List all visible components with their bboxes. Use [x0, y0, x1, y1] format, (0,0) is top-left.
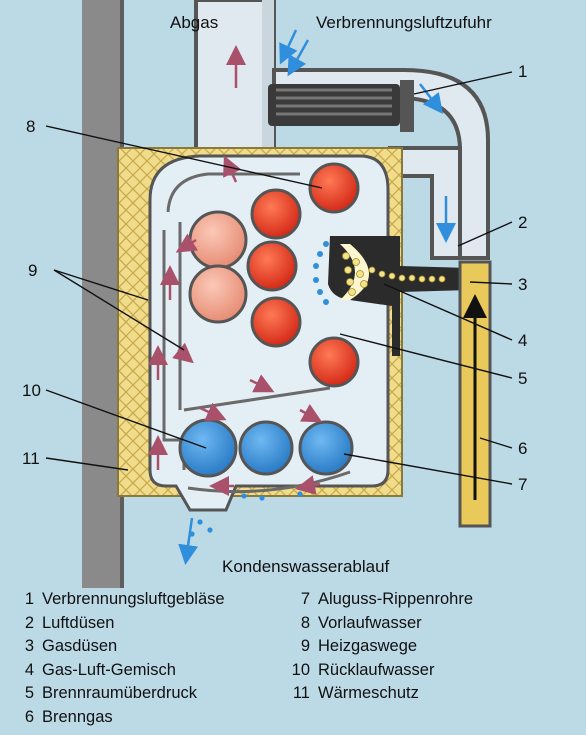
callout-6: 6: [518, 439, 527, 458]
hot-tube: [250, 296, 302, 348]
callout-1: 1: [518, 62, 527, 81]
hot-tube: [250, 188, 302, 240]
label-abgas: Abgas: [170, 13, 218, 32]
callout-7: 7: [518, 475, 527, 494]
air-arrows: [178, 29, 456, 565]
leader-lines: [45, 71, 513, 485]
label-verbrennungsluftzufuhr: Verbrennungsluftzufuhr: [316, 13, 492, 32]
warm-tube: [188, 264, 248, 324]
blower-motor: [400, 80, 414, 132]
hot-tube: [308, 336, 360, 388]
gas-bubbles: [342, 252, 446, 296]
wall: [82, 0, 122, 588]
heating-gas-arrows: [148, 155, 323, 496]
cold-tube: [178, 418, 238, 478]
callout-9: 9: [28, 261, 37, 280]
boiler-diagram: Abgas Verbrennungsluftzufuhr Kondenswass…: [22, 0, 527, 588]
callout-2: 2: [518, 213, 527, 232]
warm-tube: [188, 210, 248, 270]
cold-tube: [238, 420, 294, 476]
callout-8: 8: [26, 117, 35, 136]
hot-tube: [246, 240, 298, 292]
callout-3: 3: [518, 275, 527, 294]
cold-tube: [298, 420, 354, 476]
baffle-top: [166, 172, 300, 213]
condensate-droplets: [189, 491, 303, 537]
hot-tube: [308, 162, 360, 214]
callout-10: 10: [22, 381, 41, 400]
label-kondenswasserablauf: Kondenswasserablauf: [222, 557, 390, 576]
callout-11: 11: [22, 449, 40, 468]
callout-4: 4: [518, 331, 527, 350]
baffle-mid: [183, 386, 331, 412]
callout-5: 5: [518, 369, 527, 388]
baffle-bottom: [187, 470, 351, 494]
blower-blades: [276, 88, 392, 116]
air-nozzle-jets: [313, 241, 329, 305]
